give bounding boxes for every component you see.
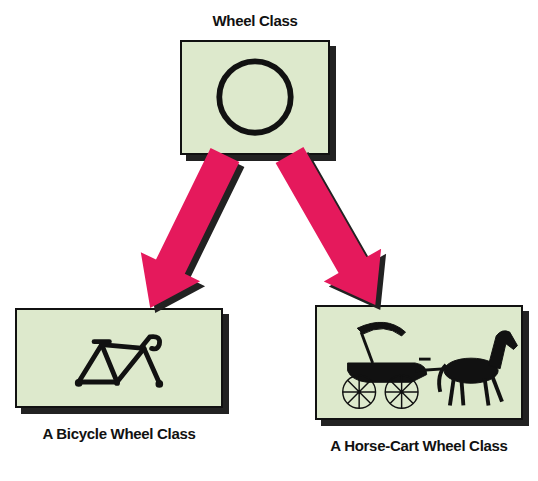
wheel-circle-icon (182, 42, 328, 153)
class-label: A Bicycle Wheel Class (0, 425, 281, 442)
horse-cart-icon (317, 307, 521, 418)
base-class-box: Wheel Class (180, 40, 330, 155)
derived-class-box: A Horse-Cart Wheel Class (315, 305, 523, 420)
inheritance-arrow (141, 148, 245, 313)
class-label: A Horse-Cart Wheel Class (257, 437, 538, 454)
arrow-body (276, 147, 382, 305)
bicycle-icon (17, 310, 221, 406)
arrow-body (141, 148, 240, 308)
inheritance-arrow (276, 147, 387, 310)
class-label: Wheel Class (122, 12, 388, 29)
derived-class-box: A Bicycle Wheel Class (15, 308, 223, 408)
